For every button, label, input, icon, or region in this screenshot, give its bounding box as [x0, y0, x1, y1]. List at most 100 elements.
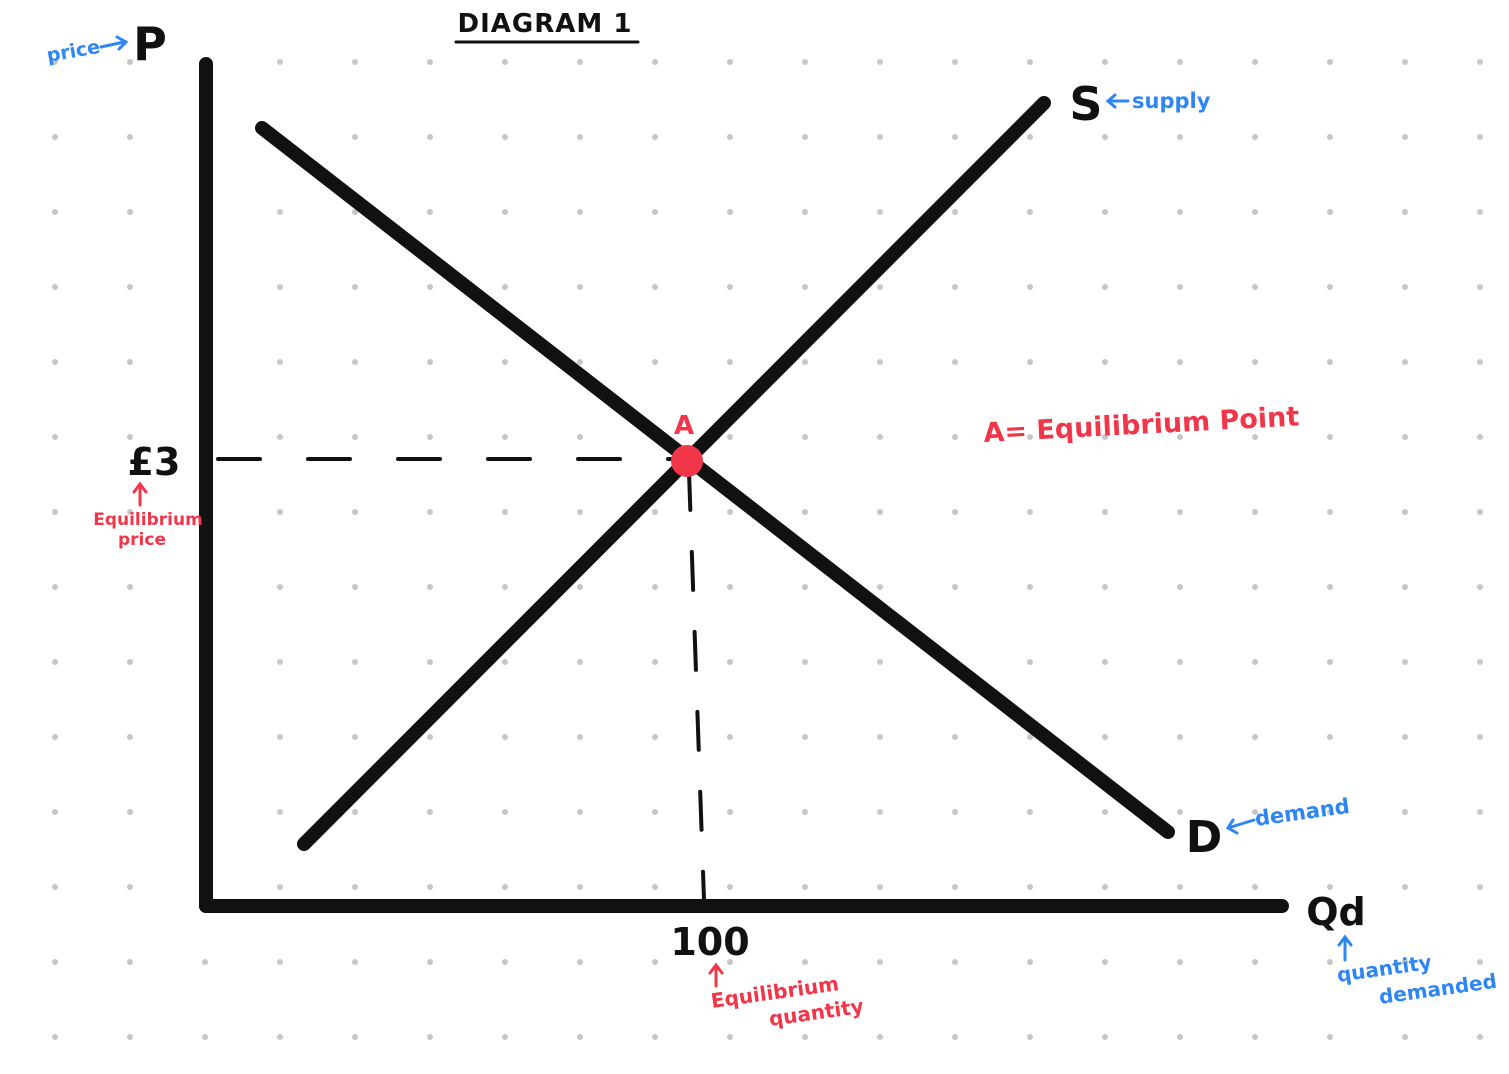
grid-dot [1402, 59, 1408, 65]
grid-dot [427, 734, 433, 740]
grid-dot [202, 959, 208, 965]
grid-dot [1102, 959, 1108, 965]
equilibrium-price-note-line2: price [118, 530, 166, 550]
grid-dot [502, 209, 508, 215]
grid-dot [502, 809, 508, 815]
grid-dot [727, 434, 733, 440]
grid-dot [952, 959, 958, 965]
grid-dot [1027, 59, 1033, 65]
grid-dot [127, 434, 133, 440]
y-axis-note: price [45, 36, 102, 67]
grid-dot [727, 134, 733, 140]
grid-dot [577, 734, 583, 740]
grid-dot [52, 209, 58, 215]
grid-dot [277, 1034, 283, 1040]
grid-dot [652, 284, 658, 290]
grid-dot [1252, 584, 1258, 590]
dot-grid-background [52, 59, 1483, 1040]
grid-dot [1477, 809, 1483, 815]
grid-dot [652, 734, 658, 740]
grid-dot [127, 59, 133, 65]
grid-dot [802, 284, 808, 290]
grid-dot [502, 134, 508, 140]
grid-dot [52, 509, 58, 515]
grid-dot [727, 959, 733, 965]
grid-dot [1402, 809, 1408, 815]
grid-dot [1402, 209, 1408, 215]
grid-dot [802, 359, 808, 365]
grid-dot [577, 884, 583, 890]
grid-dot [1177, 1034, 1183, 1040]
grid-dot [427, 884, 433, 890]
grid-dot [1177, 659, 1183, 665]
grid-dot [952, 209, 958, 215]
grid-dot [1402, 959, 1408, 965]
grid-dot [1177, 884, 1183, 890]
grid-dot [427, 809, 433, 815]
grid-dot [577, 809, 583, 815]
grid-dot [277, 509, 283, 515]
grid-dot [652, 959, 658, 965]
grid-dot [1327, 809, 1333, 815]
grid-dot [127, 284, 133, 290]
grid-dot [1402, 509, 1408, 515]
grid-dot [1402, 584, 1408, 590]
y-axis-label: P [133, 17, 167, 71]
grid-dot [1327, 659, 1333, 665]
grid-dot [52, 809, 58, 815]
grid-dot [1402, 659, 1408, 665]
grid-dot [502, 1034, 508, 1040]
grid-dot [952, 509, 958, 515]
grid-dot [127, 1034, 133, 1040]
grid-dot [127, 959, 133, 965]
grid-dot [1177, 134, 1183, 140]
grid-dot [1252, 209, 1258, 215]
grid-dot [277, 59, 283, 65]
grid-dot [352, 584, 358, 590]
grid-dot [652, 509, 658, 515]
grid-dot [1177, 434, 1183, 440]
grid-dot [1027, 809, 1033, 815]
grid-dot [1027, 209, 1033, 215]
grid-dot [127, 659, 133, 665]
grid-dot [127, 509, 133, 515]
grid-dot [277, 884, 283, 890]
grid-dot [802, 884, 808, 890]
grid-dot [802, 509, 808, 515]
grid-dot [1102, 509, 1108, 515]
grid-dot [52, 584, 58, 590]
supply-curve [297, 96, 1051, 851]
grid-dot [502, 884, 508, 890]
grid-dot [577, 509, 583, 515]
grid-dot [1252, 884, 1258, 890]
grid-dot [877, 959, 883, 965]
grid-dot [502, 659, 508, 665]
grid-dot [1177, 209, 1183, 215]
grid-dot [1327, 134, 1333, 140]
grid-dot [127, 734, 133, 740]
grid-dot [502, 284, 508, 290]
grid-dot [127, 809, 133, 815]
grid-dot [127, 359, 133, 365]
grid-dot [427, 584, 433, 590]
grid-dot [802, 1034, 808, 1040]
grid-dot [277, 809, 283, 815]
grid-dot [1252, 1034, 1258, 1040]
grid-dot [1252, 659, 1258, 665]
grid-dot [1102, 584, 1108, 590]
grid-dot [577, 659, 583, 665]
grid-dot [427, 959, 433, 965]
grid-dot [1402, 134, 1408, 140]
grid-dot [1477, 284, 1483, 290]
grid-dot [352, 734, 358, 740]
grid-dot [727, 1034, 733, 1040]
grid-dot [877, 884, 883, 890]
grid-dot [502, 959, 508, 965]
grid-dot [577, 284, 583, 290]
grid-dot [52, 59, 58, 65]
grid-dot [427, 59, 433, 65]
grid-dot [1177, 359, 1183, 365]
grid-dot [877, 1034, 883, 1040]
grid-dot [1402, 734, 1408, 740]
